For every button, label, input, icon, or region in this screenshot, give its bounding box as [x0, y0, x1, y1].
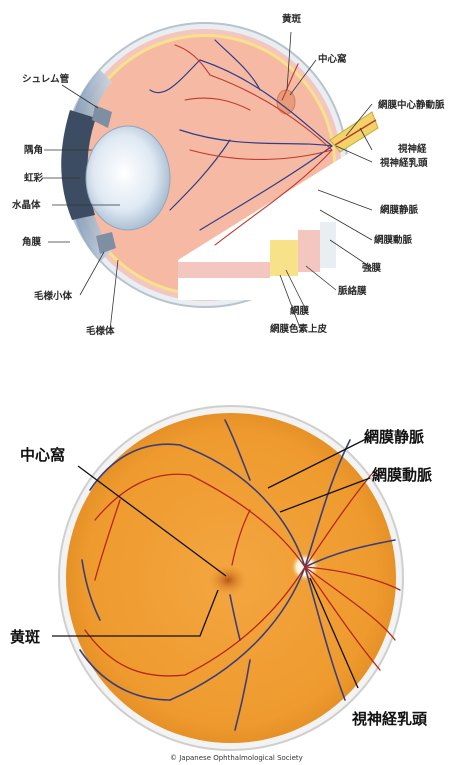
label-central-retinal-vein: 網膜中心静動脈	[378, 99, 445, 111]
lens	[86, 126, 170, 230]
label-iris: 虹彩	[24, 172, 44, 184]
label-cornea: 角膜	[22, 236, 42, 248]
label-optic-nerve: 視神経	[397, 143, 427, 155]
copyright-credit: © Japanese Ophthalmological Society	[170, 754, 303, 762]
label-sclera: 強膜	[362, 262, 382, 274]
label-macula-bottom: 黄斑	[10, 628, 40, 646]
label-optic-disc-top: 視神経乳頭	[379, 157, 428, 169]
fovea-top	[277, 90, 295, 114]
label-rpe: 網膜色素上皮	[270, 323, 328, 335]
label-macula-top: 黄斑	[282, 13, 302, 25]
label-retinal-artery-top: 網膜動脈	[374, 234, 413, 246]
eyeball-cross-section	[61, 23, 378, 307]
label-fovea-bottom: 中心窩	[20, 446, 65, 464]
label-ciliary-zonule: 毛様小体	[34, 290, 73, 302]
label-schlemm-canal: シュレム管	[22, 73, 70, 85]
fundus-view	[59, 406, 403, 750]
label-retinal-artery-bottom: 網膜動脈	[372, 466, 432, 484]
label-fovea-top: 中心窩	[318, 53, 347, 65]
label-retinal-vein-bottom: 網膜静脈	[364, 428, 424, 446]
label-lens: 水晶体	[12, 199, 41, 211]
label-angle: 隅角	[24, 144, 43, 156]
label-retina: 網膜	[290, 305, 310, 317]
label-optic-disc-bottom: 視神経乳頭	[351, 710, 428, 728]
label-retinal-vein-top: 網膜静脈	[380, 204, 419, 216]
label-ciliary-body: 毛様体	[86, 325, 115, 337]
fovea-bottom	[208, 564, 248, 596]
label-choroid: 脈絡膜	[338, 285, 367, 297]
